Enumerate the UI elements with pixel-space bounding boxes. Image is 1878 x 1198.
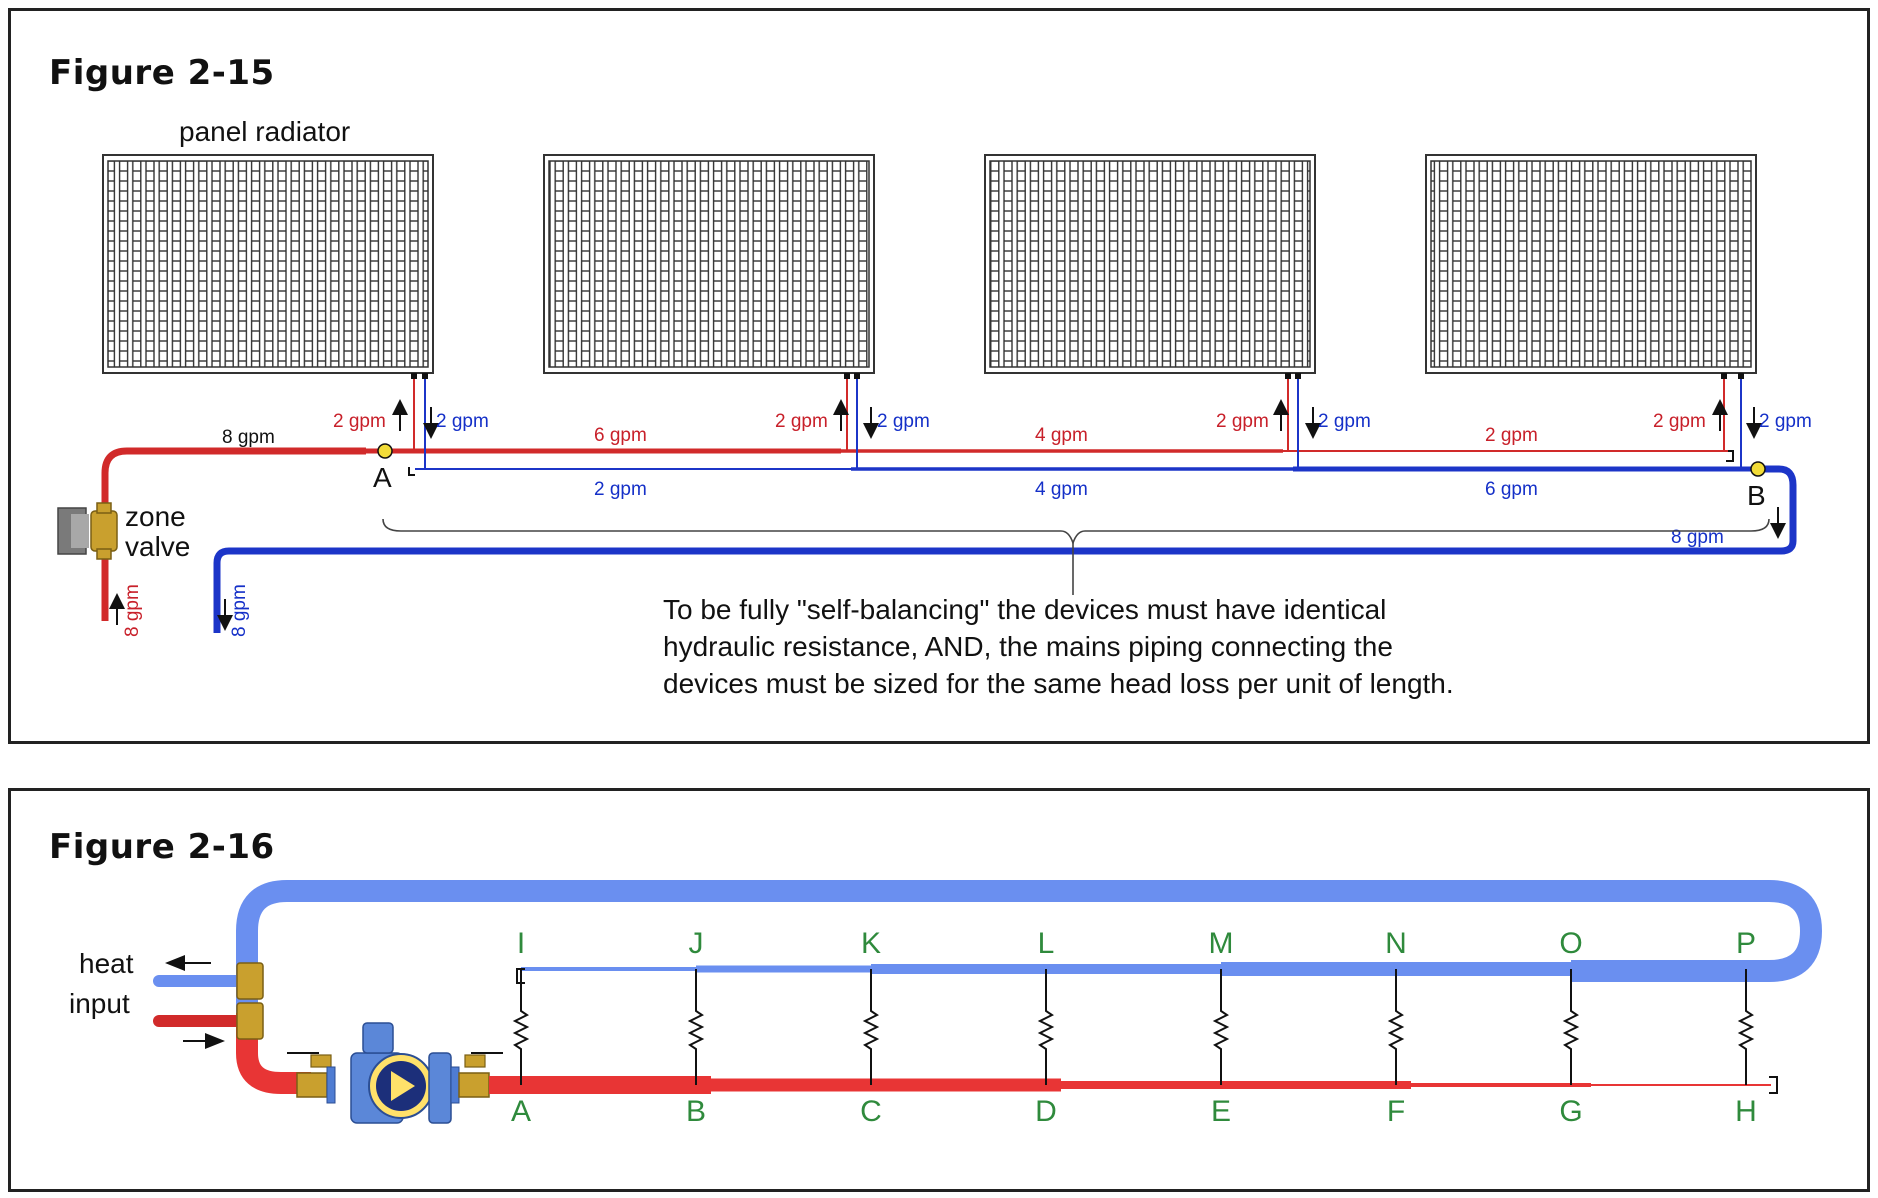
node-label-n: N <box>1385 927 1407 960</box>
supply-riser-pipe <box>236 1013 311 1094</box>
node-label-b: B <box>686 1095 706 1128</box>
return-flow-label-4: 4 gpm <box>1035 479 1088 500</box>
node-label-m: M <box>1209 927 1234 960</box>
supply-flow-label-6: 6 gpm <box>594 425 647 446</box>
node-label-f: F <box>1387 1095 1405 1128</box>
panel-radiator-1 <box>102 154 434 374</box>
point-b-marker <box>1750 461 1766 477</box>
heat-input-label-line1: heat <box>79 948 134 979</box>
point-b-label: B <box>1747 480 1766 511</box>
node-label-k: K <box>861 927 881 960</box>
zone-valve <box>57 502 118 560</box>
point-a-label: A <box>373 462 392 493</box>
figure-2-16-panel: Figure 2-16 heat input <box>8 788 1870 1192</box>
figure-title: Figure 2-16 <box>49 827 275 867</box>
return-loop-pipe <box>236 880 1823 1013</box>
node-label-h: H <box>1735 1095 1757 1128</box>
figure-title: Figure 2-15 <box>49 53 275 93</box>
branch-return-label-2: 2 gpm <box>877 411 930 432</box>
branch-return-label-3: 2 gpm <box>1318 411 1371 432</box>
return-end-cap <box>408 467 415 476</box>
return-flow-label-8: 8 gpm <box>1671 527 1724 548</box>
return-outlet-pipe <box>213 465 1797 633</box>
zone-valve-label-line1: zone <box>125 501 186 532</box>
branch-resistors <box>512 969 1755 1085</box>
supply-flow-label-2: 2 gpm <box>1485 425 1538 446</box>
figure-2-16-diagram: heat input <box>69 880 1823 1128</box>
figure-2-15-panel: Figure 2-15 panel radiator <box>8 8 1870 744</box>
outlet-flow-label: 8 gpm <box>229 584 250 637</box>
branch-pipes-2 <box>844 373 860 469</box>
branch-pipes-1 <box>411 373 428 469</box>
branch-return-label-1: 2 gpm <box>436 411 489 432</box>
circulator-pump <box>287 1022 503 1124</box>
branch-supply-label-4: 2 gpm <box>1653 411 1706 432</box>
branch-supply-label-2: 2 gpm <box>775 411 828 432</box>
panel-radiator-2 <box>543 154 875 374</box>
branch-flow-arrows <box>109 399 1786 631</box>
node-label-i: I <box>517 927 525 960</box>
branch-supply-label-3: 2 gpm <box>1216 411 1269 432</box>
branch-pipes-3 <box>1285 373 1301 469</box>
note-line-2: hydraulic resistance, AND, the mains pip… <box>663 631 1393 662</box>
node-label-l: L <box>1038 927 1055 960</box>
return-flow-label-6: 6 gpm <box>1485 479 1538 500</box>
node-label-e: E <box>1211 1095 1231 1128</box>
panel-radiator-4 <box>1425 154 1757 374</box>
supply-flow-label-inlet: 8 gpm <box>222 427 275 448</box>
supply-end-cap <box>1726 450 1734 462</box>
note-line-3: devices must be sized for the same head … <box>663 668 1454 699</box>
branch-supply-label-1: 2 gpm <box>333 411 386 432</box>
panel-radiator-3 <box>984 154 1316 374</box>
node-label-d: D <box>1035 1095 1057 1128</box>
supply-flow-label-4: 4 gpm <box>1035 425 1088 446</box>
span-brace <box>382 518 1770 546</box>
node-label-p: P <box>1736 927 1756 960</box>
radiator-label: panel radiator <box>179 116 350 147</box>
node-label-j: J <box>689 927 704 960</box>
heat-input-label-line2: input <box>69 988 130 1019</box>
node-label-o: O <box>1559 927 1582 960</box>
note-line-1: To be fully "self-balancing" the devices… <box>663 594 1386 625</box>
supply-end-cap <box>1769 1076 1778 1094</box>
node-label-g: G <box>1559 1095 1582 1128</box>
branch-return-label-4: 2 gpm <box>1759 411 1812 432</box>
heat-input-tees <box>236 962 264 1040</box>
inlet-flow-label: 8 gpm <box>122 584 143 637</box>
return-flow-label-2: 2 gpm <box>594 479 647 500</box>
node-label-a: A <box>511 1095 531 1128</box>
zone-valve-label-line2: valve <box>125 531 190 562</box>
node-label-c: C <box>860 1095 882 1128</box>
supply-inlet-pipe <box>101 447 366 621</box>
point-a-marker <box>377 443 393 459</box>
figure-2-15-diagram: panel radiator <box>57 116 1812 699</box>
